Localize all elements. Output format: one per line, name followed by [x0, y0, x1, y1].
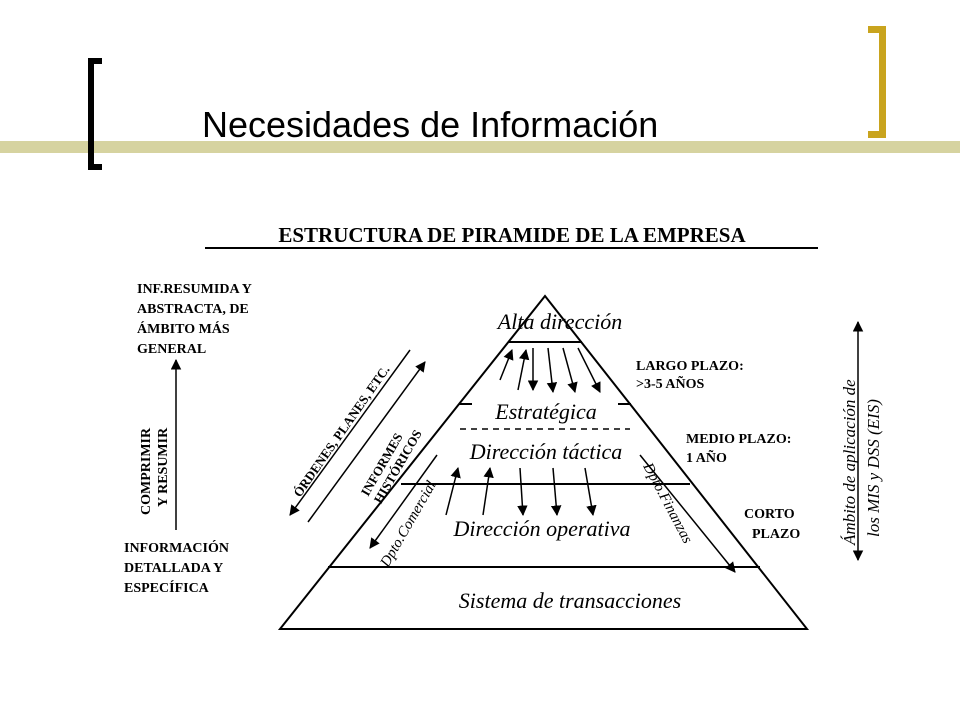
inner-arrow	[482, 466, 494, 516]
inner-arrow	[546, 347, 558, 394]
level-alta-direccion: Alta dirección	[496, 309, 622, 334]
slide-title: Necesidades de Información	[202, 104, 659, 145]
left-bottom-label: INFORMACIÓN DETALLADA Y ESPECÍFICA	[124, 539, 233, 596]
orders-down-arrow	[289, 349, 411, 516]
scope-axis-label: Ámbito de aplicación de los MIS y DSS (E…	[840, 375, 883, 546]
decorative-band	[0, 141, 960, 153]
inner-arrow	[577, 347, 601, 393]
inner-arrow	[517, 467, 528, 517]
left-top-label: INF.RESUMIDA Y ABSTRACTA, DE ÁMBITO MÁS …	[137, 282, 255, 357]
reports-up-arrow	[307, 361, 426, 523]
level-estrategica: Estratégica	[494, 399, 596, 424]
left-bracket-decoration	[88, 58, 102, 170]
dpto-finanzas-label: Dpto.Finanzas	[639, 459, 695, 546]
level-direccion-tactica: Dirección táctica	[469, 439, 623, 464]
inner-arrow	[550, 467, 562, 517]
right-bracket-decoration	[868, 26, 886, 138]
inner-arrow	[499, 349, 514, 381]
inner-arrow	[445, 466, 461, 516]
dpto-finanzas-arrow	[639, 454, 736, 573]
reports-label: INFORMES HISTÓRICOS	[358, 420, 425, 506]
compress-summarize-label: COMPRIMIR Y RESUMIR	[139, 424, 171, 515]
inner-arrow	[517, 348, 530, 391]
pyramid-outline	[277, 294, 810, 630]
long-term-label: LARGO PLAZO: >3-5 AÑOS	[636, 359, 747, 392]
inner-arrow	[562, 347, 578, 394]
inner-arrow	[584, 467, 597, 517]
diagram-heading: ESTRUCTURA DE PIRAMIDE DE LA EMPRESA	[278, 223, 746, 247]
level-direccion-operativa: Dirección operativa	[453, 516, 631, 541]
medium-term-label: MEDIO PLAZO: 1 AÑO	[686, 432, 795, 466]
short-term-label: CORTO PLAZO	[744, 507, 800, 542]
dpto-comercial-arrow	[369, 454, 438, 549]
level-sistema-transacciones: Sistema de transacciones	[459, 588, 681, 613]
